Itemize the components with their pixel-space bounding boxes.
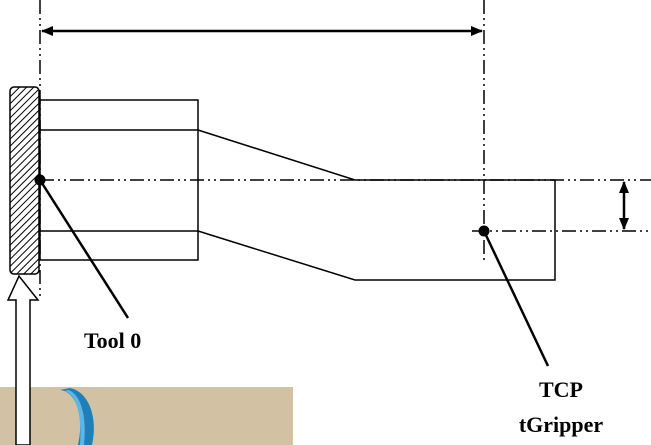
gripper-outline: [39, 99, 556, 281]
photo-fragment: [0, 387, 293, 445]
hollow-arrow-icon: [6, 274, 40, 445]
tcp-label: TCP: [539, 377, 583, 402]
photo-tube-icon: [60, 388, 94, 445]
tcp-leader-line: [482, 230, 550, 367]
photo-background: [0, 387, 293, 445]
tool0-leader-line: [38, 179, 130, 319]
tgripper-label: tGripper: [519, 412, 604, 437]
tool0-label: Tool 0: [84, 328, 141, 353]
